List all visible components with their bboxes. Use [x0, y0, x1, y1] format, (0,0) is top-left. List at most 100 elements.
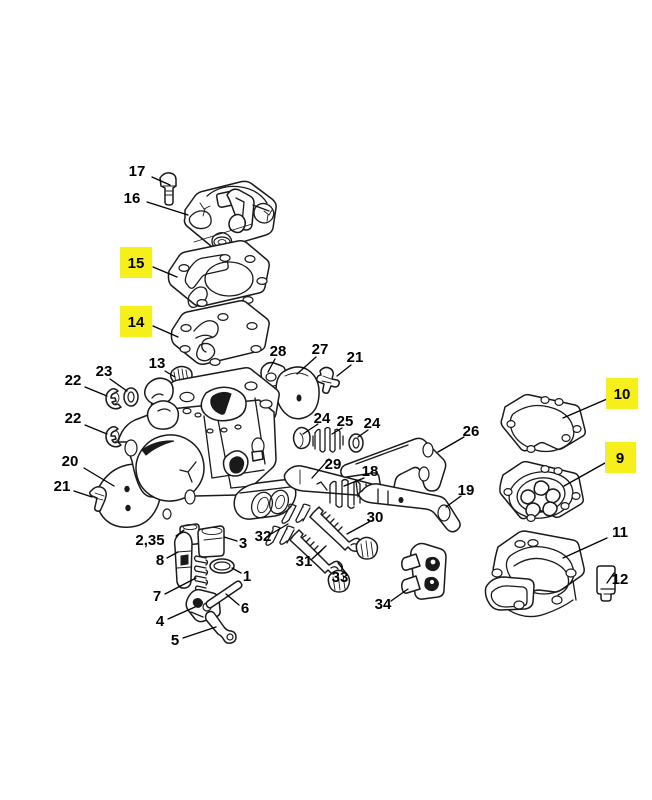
part-26-throttle-lever-arm — [340, 437, 447, 497]
highlight-box-15 — [120, 247, 152, 278]
callout-12: 12 — [612, 571, 629, 588]
part-7-metering-spring — [193, 555, 209, 594]
highlight-box-9 — [605, 442, 636, 473]
part-16-pump-cover-plate — [183, 180, 277, 252]
callout-20-text: 20 — [62, 453, 79, 470]
part-12-flange-bolt — [596, 565, 616, 602]
callout-2-35-text: 2,35 — [135, 532, 164, 549]
callout-26: 26 — [463, 423, 480, 440]
callout-14-highlighted: 14 — [120, 306, 152, 337]
part-11-intake-manifold-flange — [484, 530, 585, 618]
callout-28-text: 28 — [270, 343, 287, 360]
part-10-flange-gasket — [500, 393, 586, 454]
callout-24-b: 24 — [364, 415, 381, 432]
callout-3: 3 — [239, 535, 247, 552]
part-32-needle-spring-b — [265, 525, 295, 546]
callout-4: 4 — [156, 613, 165, 630]
callout-8-text: 8 — [156, 552, 164, 569]
callout-19: 19 — [458, 482, 475, 499]
callout-2-35: 2,35 — [135, 532, 164, 549]
callout-8: 8 — [156, 552, 164, 569]
part-33-limiter-cap-a — [355, 536, 379, 560]
callout-13: 13 — [149, 355, 166, 372]
callout-17: 17 — [129, 163, 146, 180]
callout-31: 31 — [296, 553, 313, 570]
callout-21-lower: 21 — [54, 478, 71, 495]
part-9-intake-diaphragm — [499, 460, 584, 522]
callout-7-text: 7 — [153, 588, 161, 605]
callout-9-highlighted: 9 — [605, 442, 636, 473]
callout-3-text: 3 — [239, 535, 247, 552]
part-25-coil-spring — [312, 426, 344, 453]
part-22-e-clip-upper — [105, 388, 122, 410]
callout-22-upper: 22 — [65, 372, 82, 389]
callout-15-highlighted: 15 — [120, 247, 152, 278]
highlight-box-10 — [606, 378, 638, 409]
callout-24-a: 24 — [314, 410, 331, 427]
callout-32-text: 32 — [255, 528, 272, 545]
part-21-screw-lower — [89, 485, 107, 512]
callout-5: 5 — [171, 632, 179, 649]
part-17-fuel-inlet-fitting — [159, 172, 177, 206]
callout-30: 30 — [367, 509, 384, 526]
callout-4-text: 4 — [156, 613, 165, 630]
callout-6: 6 — [241, 600, 249, 617]
part-15-metering-gasket — [167, 240, 270, 309]
leader-lines — [73, 176, 615, 639]
callout-26-text: 26 — [463, 423, 480, 440]
callout-19-text: 19 — [458, 482, 475, 499]
callout-33-text: 33 — [332, 569, 349, 586]
callout-31-text: 31 — [296, 553, 313, 570]
part-21-screw-upper — [316, 366, 340, 394]
part-33-limiter-cap-b — [327, 569, 351, 593]
callout-33: 33 — [332, 569, 349, 586]
part-32-needle-spring-a — [281, 503, 311, 524]
callout-30-text: 30 — [367, 509, 384, 526]
callout-24-b-text: 24 — [364, 415, 381, 432]
part-5-lever-arm — [204, 610, 237, 644]
callout-18: 18 — [362, 463, 379, 480]
callout-labels: 17 16 15 14 13 28 27 — [54, 163, 638, 649]
callout-6-text: 6 — [241, 600, 249, 617]
callout-11-text: 11 — [612, 524, 628, 541]
callout-21-upper-text: 21 — [347, 349, 364, 366]
callout-16: 16 — [124, 190, 141, 207]
part-3-pin-bushing — [197, 525, 225, 558]
part-23-washer — [123, 387, 139, 407]
part-14-metering-diaphragm — [170, 300, 270, 367]
callout-1: 1 — [243, 568, 251, 585]
part-18-return-spring — [316, 478, 361, 509]
part-22-e-clip-lower — [105, 426, 122, 448]
callout-22-lower: 22 — [65, 410, 82, 427]
callout-14-text: 14 — [128, 314, 145, 331]
part-34-limiter-bracket — [401, 542, 447, 600]
callout-5-text: 5 — [171, 632, 179, 649]
callout-20: 20 — [62, 453, 79, 470]
callout-34-text: 34 — [375, 596, 392, 613]
callout-29-text: 29 — [325, 456, 342, 473]
callout-34: 34 — [375, 596, 392, 613]
callout-11: 11 — [612, 524, 628, 541]
callout-9-text: 9 — [616, 450, 624, 467]
callout-25-text: 25 — [337, 413, 354, 430]
callout-12-text: 12 — [612, 571, 629, 588]
callout-25: 25 — [337, 413, 354, 430]
callout-23-text: 23 — [96, 363, 113, 380]
part-1-o-ring — [209, 558, 235, 574]
part-19-throttle-shaft — [358, 483, 461, 533]
part-6-pivot-pin — [205, 580, 243, 609]
highlight-box-14 — [120, 306, 152, 337]
callout-24-a-text: 24 — [314, 410, 331, 427]
carburetor-main-body — [117, 367, 297, 520]
part-27-pump-diaphragm-disc — [275, 366, 320, 420]
part-8-inlet-needle — [173, 531, 193, 589]
callout-27: 27 — [312, 341, 329, 358]
callout-28: 28 — [270, 343, 287, 360]
callout-18-text: 18 — [362, 463, 379, 480]
callout-16-text: 16 — [124, 190, 141, 207]
callout-22-upper-text: 22 — [65, 372, 82, 389]
callout-10-text: 10 — [614, 386, 631, 403]
callout-13-text: 13 — [149, 355, 166, 372]
